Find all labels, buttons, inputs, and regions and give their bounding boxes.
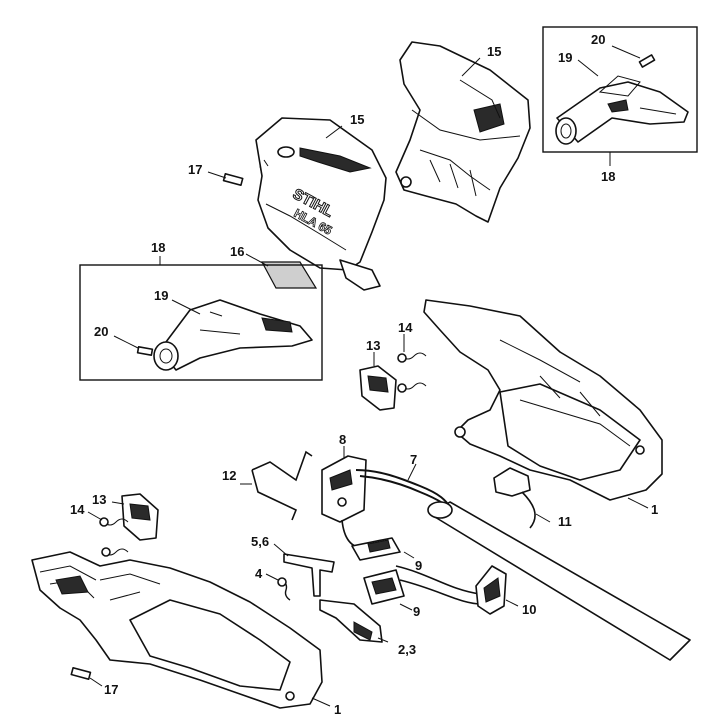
callout-17-upper: 17	[188, 162, 202, 177]
callout-15-front: 15	[350, 112, 364, 127]
cover-part-5-6	[273, 543, 335, 597]
spring-14-upper	[397, 334, 427, 393]
callout-12: 12	[222, 468, 236, 483]
housing-half-lower	[31, 551, 323, 709]
callout-18-top: 18	[601, 169, 615, 184]
callout-19-left: 19	[154, 288, 168, 303]
callout-18-left: 18	[151, 240, 165, 255]
callout-10: 10	[522, 602, 536, 617]
callout-19-top: 19	[558, 50, 572, 65]
callout-20-top: 20	[591, 32, 605, 47]
inset-box-left	[79, 256, 323, 381]
handle-grip-inset-top	[555, 75, 689, 145]
tube-shaft	[427, 501, 691, 661]
callout-1-upper: 1	[651, 502, 658, 517]
housing-shell-front	[255, 117, 387, 291]
callout-15-upper: 15	[487, 44, 501, 59]
callout-9-lower: 9	[413, 604, 420, 619]
handle-grip-inset-left	[153, 299, 313, 371]
callout-13-upper: 13	[366, 338, 380, 353]
callout-8: 8	[339, 432, 346, 447]
label-sticker-16	[245, 253, 318, 289]
inset-box-top-right	[542, 26, 698, 166]
callout-7: 7	[410, 452, 417, 467]
callout-4: 4	[255, 566, 263, 581]
callout-20-left: 20	[94, 324, 108, 339]
callout-1-lower: 1	[334, 702, 341, 717]
callout-2-3: 2,3	[398, 642, 416, 657]
spring-14-lower	[87, 511, 129, 557]
cable-part-11	[493, 467, 551, 529]
callout-labels: 15 15 17 16 18 19 20 20 19 18 14 13 8 7 …	[70, 32, 658, 717]
callout-17-lower: 17	[104, 682, 118, 697]
callout-14-lower: 14	[70, 502, 85, 517]
connector-9-lower	[363, 569, 413, 611]
screw-20-inset-top	[611, 45, 656, 68]
pin-part-4	[265, 573, 291, 601]
callout-11: 11	[558, 514, 572, 529]
callout-9-upper: 9	[415, 558, 422, 573]
switch-part-13-lower	[111, 493, 159, 541]
housing-half-right	[423, 299, 663, 501]
wire-bracket-12	[240, 450, 313, 521]
capacitor-10	[475, 565, 519, 615]
connector-9-upper	[351, 537, 415, 561]
callout-13-lower: 13	[92, 492, 106, 507]
callout-14-upper: 14	[398, 320, 413, 335]
switch-assembly-8	[321, 446, 367, 523]
trigger-part-2-3	[319, 599, 389, 643]
screw-20-inset-left	[113, 335, 154, 356]
screw-17-lower	[70, 666, 103, 687]
switch-part-13-upper	[359, 352, 397, 411]
callout-16: 16	[230, 244, 244, 259]
screw-17-upper	[207, 171, 244, 187]
housing-shell-upper	[395, 41, 531, 223]
callout-5-6: 5,6	[251, 534, 269, 549]
housing-logo: STIHL HLA 65	[289, 185, 336, 238]
